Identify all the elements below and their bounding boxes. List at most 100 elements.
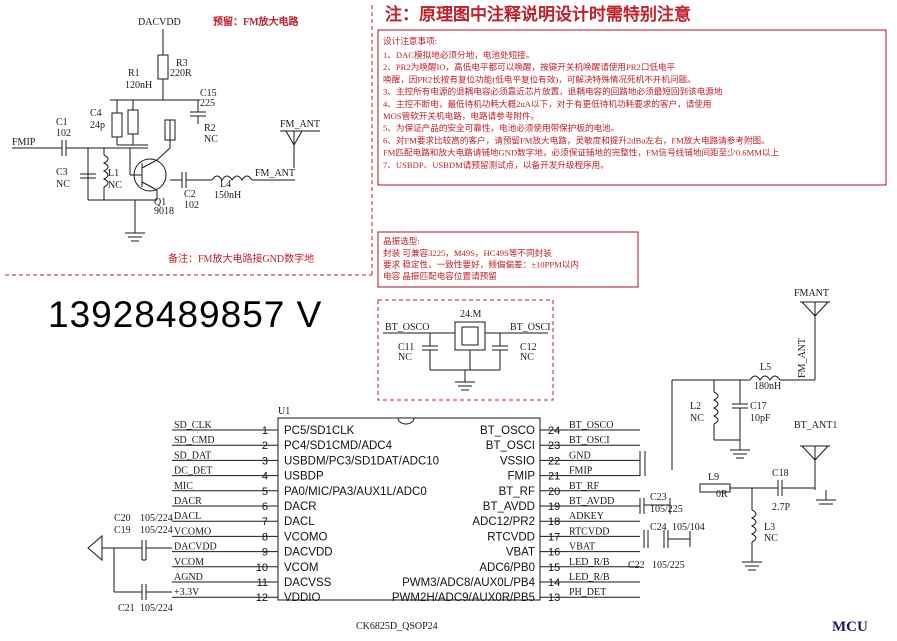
dacvdd-label: DACVDD: [138, 17, 181, 28]
right-pin-name: BT_RF: [499, 486, 535, 498]
reserve-title: 预留：FM放大电路: [213, 15, 300, 28]
c20-ref: C20: [114, 513, 131, 524]
mcu-label: MCU: [832, 619, 868, 635]
left-pin-number: 8: [262, 531, 268, 543]
left-pin-number: 4: [262, 471, 268, 483]
right-net-label: FMIP: [569, 466, 593, 477]
left-pin-number: 6: [262, 501, 268, 513]
right-pin-name: PWM3/ADC8/AUX0L/PB4: [402, 577, 536, 589]
right-pins: BT_OSCO24BT_OSCOBT_OSCI23BT_OSCIGND22VSS…: [392, 420, 640, 604]
right-pin-name: ADC12/PR2: [472, 516, 535, 528]
c11-ref: C11: [398, 342, 414, 353]
right-pin-name: BT_OSCO: [480, 425, 535, 437]
crystal-bt-osco: BT_OSCO: [385, 322, 429, 333]
right-pin-number: 18: [548, 516, 560, 528]
left-pin-name: DACVSS: [284, 577, 332, 589]
right-pin-name: BT_AVDD: [483, 501, 535, 513]
left-pin-number: 10: [256, 562, 268, 574]
fmip-label: FMIP: [12, 137, 36, 148]
design-notes: 注：原理图中注释说明设计时需特别注意 设计注意事项: 1、DAC模拟地必须分地，…: [377, 4, 887, 288]
right-pin-number: 16: [548, 547, 560, 559]
left-pin-number: 2: [262, 440, 268, 452]
left-net-label: AGND: [174, 572, 203, 583]
left-pin-name: PC4/SD1CMD/ADC4: [284, 440, 393, 452]
fm-matching-circuit: FMANT FM_ANT L5 180nH L2 NC C17 10pF BT_…: [671, 288, 837, 571]
l4-value: 150nH: [214, 190, 241, 201]
right-pin-name: RTCVDD: [487, 531, 535, 543]
right-net-label: PH_DET: [569, 587, 606, 598]
note-line: 4、主控不断电，最低待机功耗大概2uA以下，对于有更低待机功耗要求的客户，请使用: [383, 98, 711, 109]
r2-value: NC: [204, 134, 218, 145]
right-pin-number: 22: [548, 455, 560, 467]
right-pin-number: 20: [548, 486, 560, 498]
r1-ref: R1: [128, 68, 140, 79]
left-net-label: DC_DET: [174, 466, 212, 477]
right-pin-number: 15: [548, 562, 560, 574]
r3-value: 220R: [170, 68, 192, 79]
right-pin-number: 24: [548, 425, 560, 437]
c3-ref: C3: [56, 167, 68, 178]
crystal-line: 要求 稳定性、一致性要好，频偏偏差：±10PPM以内: [383, 259, 579, 270]
left-pin-name: VCOM: [284, 562, 319, 574]
fm-amp-note: 备注：FM放大电路接GND数字地: [168, 252, 314, 265]
left-pin-name: VDDIO: [284, 592, 320, 604]
left-pin-number: 3: [262, 455, 268, 467]
left-pin-number: 1: [262, 425, 268, 437]
l3-ref: L3: [764, 522, 775, 533]
q1-value: 9018: [154, 206, 174, 217]
note-line: 1、DAC模拟地必须分地，电池处短接。: [383, 49, 534, 60]
c12-ref: C12: [520, 342, 537, 353]
q1-ref: Q1: [154, 197, 166, 208]
fm-ant-top-label: FM_ANT: [280, 119, 320, 130]
note-line: 5、为保证产品的安全可靠性，电池必须使用带保护板的电池。: [383, 122, 619, 133]
left-net-label: SD_DAT: [174, 450, 211, 461]
left-pin-number: 7: [262, 516, 268, 528]
left-net-label: SD_CLK: [174, 420, 213, 431]
c24-value: 105/104: [672, 522, 705, 533]
c4-ref: C4: [90, 108, 102, 119]
c22-ref: C22: [628, 560, 645, 571]
left-pin-name: USBDP: [284, 471, 324, 483]
fmant-label: FMANT: [794, 288, 829, 299]
right-net-label: BT_OSCI: [569, 435, 610, 446]
l2-value: NC: [690, 413, 704, 424]
c22-value: 105/225: [652, 560, 685, 571]
right-net-label: BT_RF: [569, 481, 599, 492]
note-line: 6、对FM要求比较高的客户，请预留FM放大电路，灵敏度和提升2dBu左右，FM放…: [383, 134, 770, 145]
r1-value: 120nH: [125, 80, 152, 91]
right-net-label: ADKEY: [569, 511, 604, 522]
left-pin-name: USBDM/PC3/SD1DAT/ADC10: [284, 455, 439, 467]
left-net-label: DACL: [174, 511, 201, 522]
right-pin-number: 21: [548, 471, 560, 483]
c1-value: 102: [56, 128, 71, 139]
left-pin-number: 5: [262, 486, 268, 498]
bt-ant1-label: BT_ANT1: [794, 420, 837, 431]
l9-ref: L9: [708, 472, 719, 483]
right-pin-number: 13: [548, 592, 560, 604]
left-net-label: VCOM: [174, 557, 204, 568]
c3-value: NC: [56, 179, 70, 190]
chip-name: CK6825D_QSOP24: [356, 621, 438, 632]
note-line: 2、PR2为唤醒IO，高低电平都可以唤醒，按键开关机唤醒请使用PR2口低电平: [383, 61, 676, 72]
c15-value: 225: [200, 98, 215, 109]
left-net-label: DACR: [174, 496, 202, 507]
l1-value: NC: [108, 180, 122, 191]
notes-heading: 注：原理图中注释说明设计时需特别注意: [385, 4, 691, 24]
l4-ref: L4: [220, 179, 231, 190]
c17-ref: C17: [750, 401, 767, 412]
crystal-circuit: 24.M BT_OSCO BT_OSCI C11 NC C12 NC: [377, 299, 554, 401]
right-net-label: BT_AVDD: [569, 496, 614, 507]
c18-ref: C18: [772, 468, 789, 479]
c15-ref: C15: [200, 88, 217, 99]
left-net-label: SD_CMD: [174, 435, 215, 446]
left-net-label: VCOMO: [174, 526, 211, 537]
right-net-label: LED_R/B: [569, 572, 610, 583]
left-net-label: MIC: [174, 481, 193, 492]
crystal-freq: 24.M: [460, 309, 482, 320]
c2-value: 102: [184, 200, 199, 211]
right-net-label: GND: [569, 450, 591, 461]
